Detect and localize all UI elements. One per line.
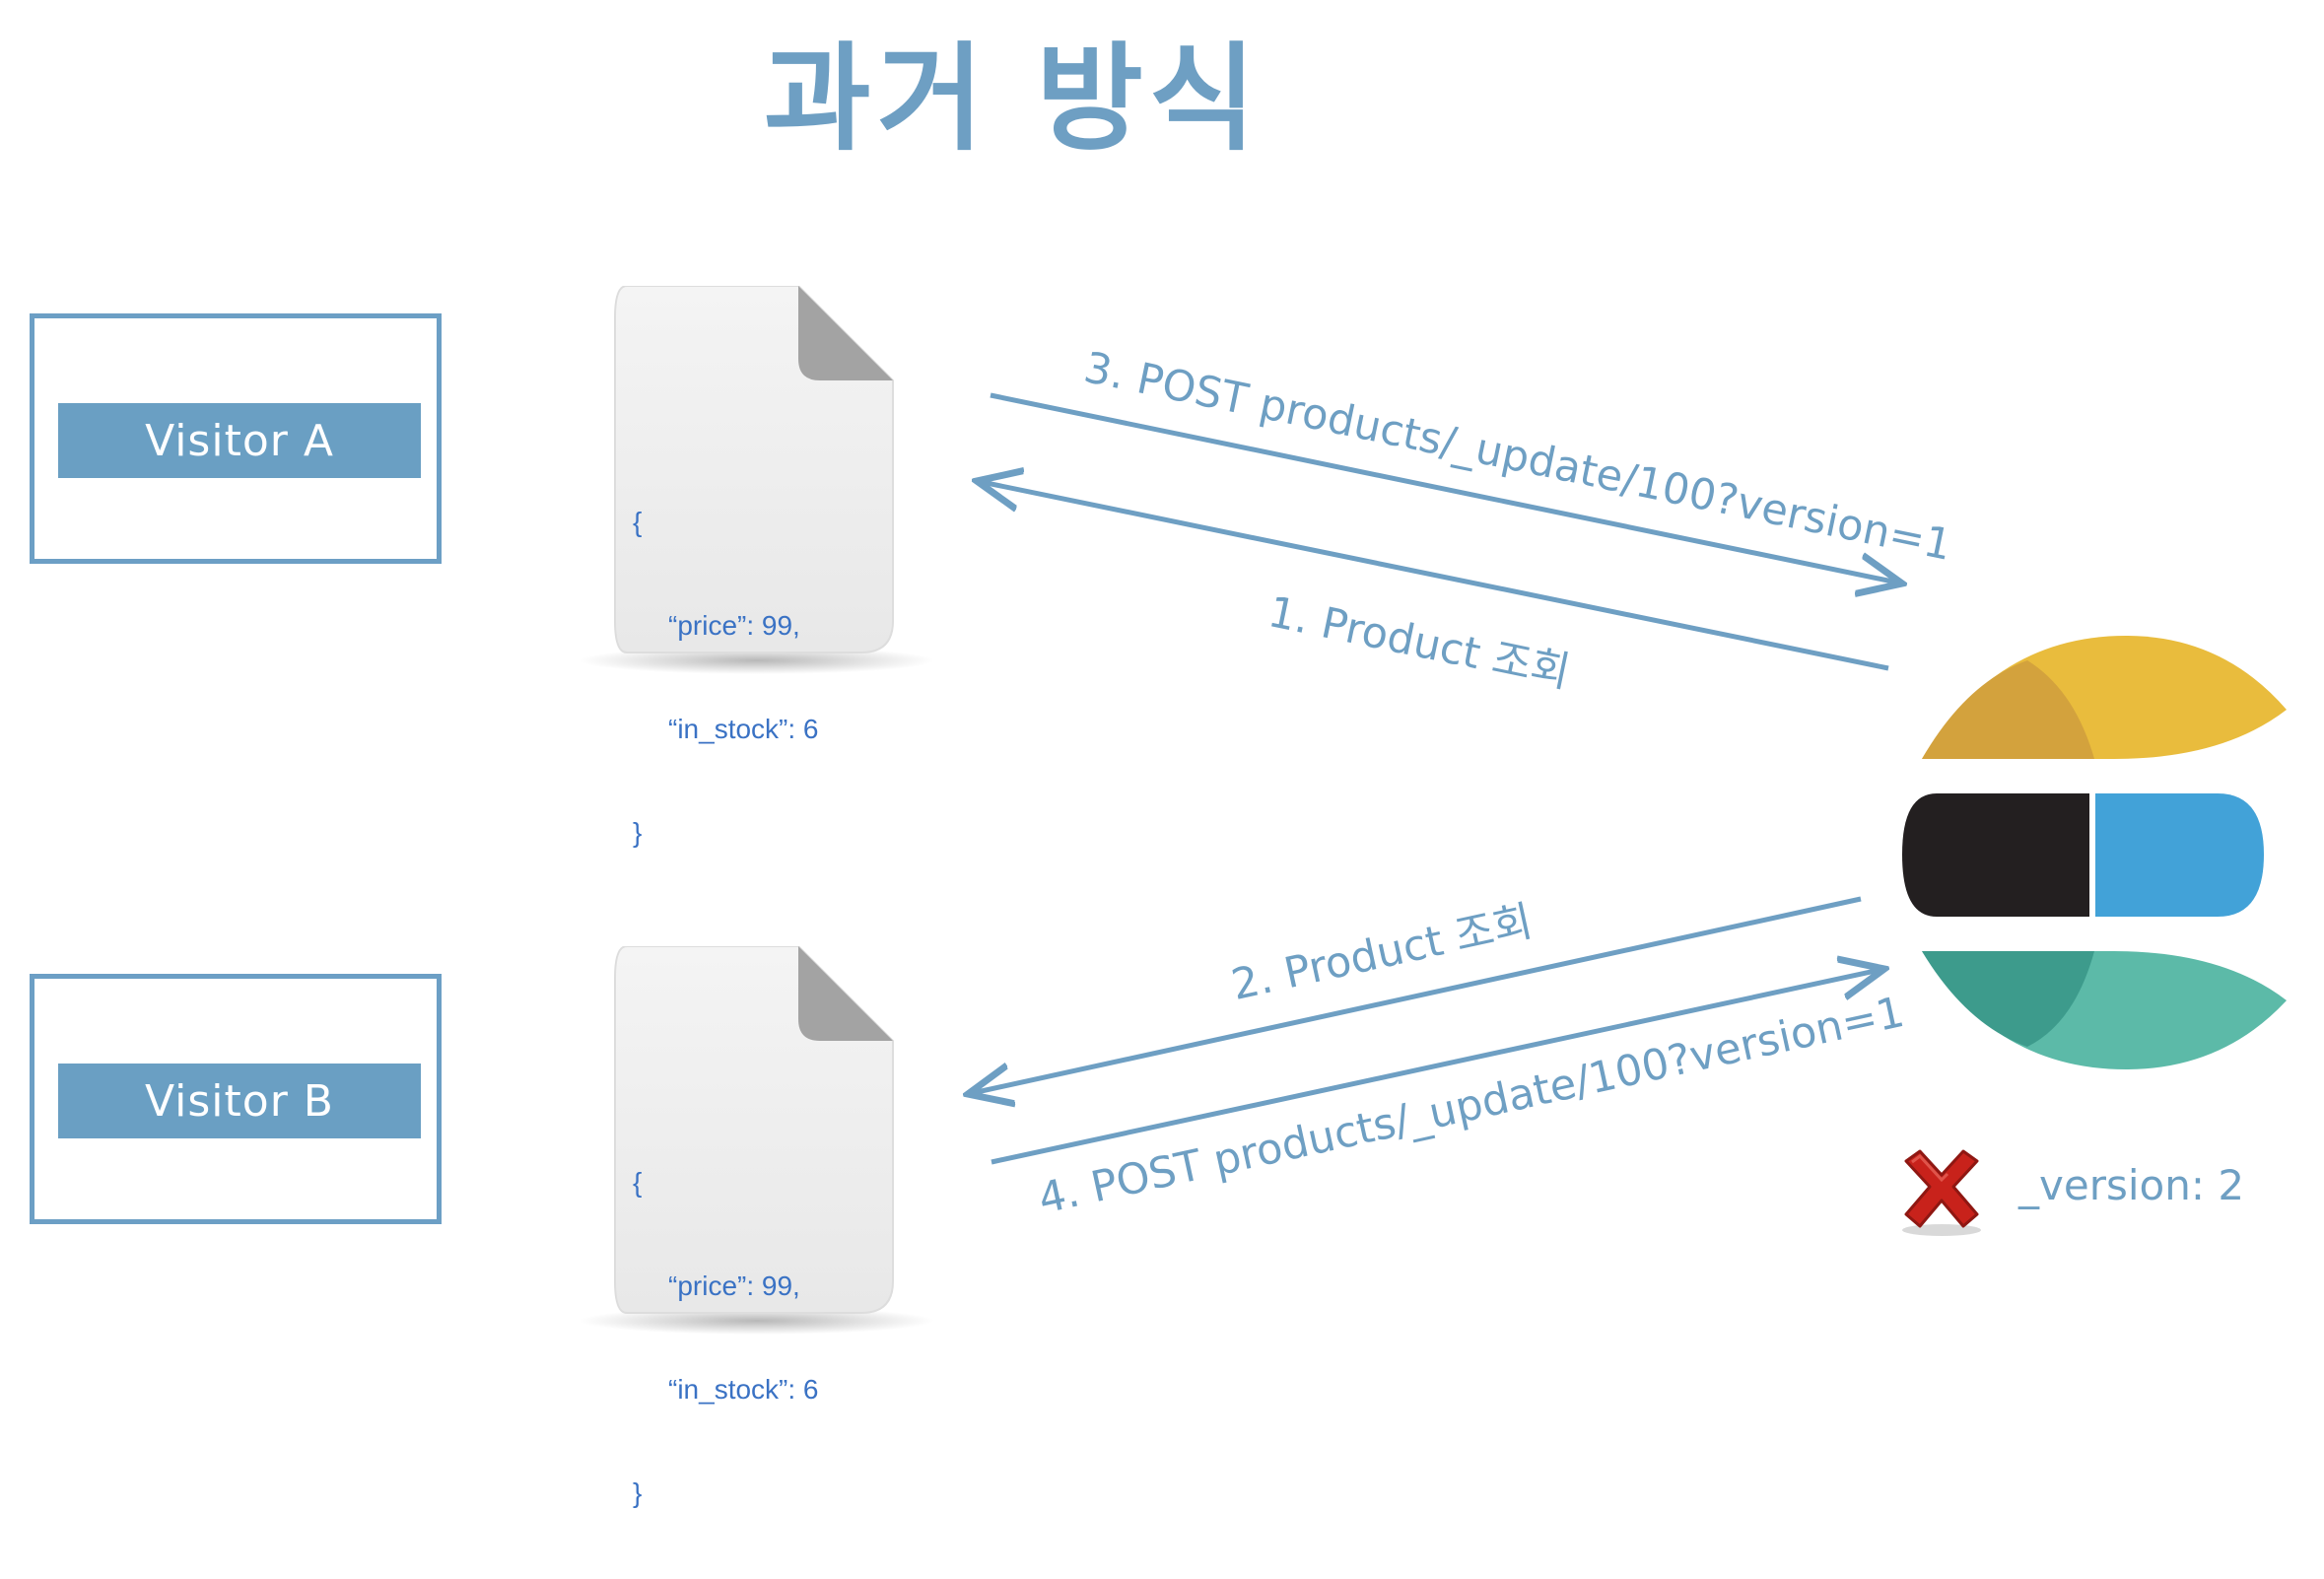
page-title: 과거 방식 [764, 31, 1263, 167]
json-close-brace: } [633, 1477, 643, 1508]
red-x-icon [1902, 1149, 1981, 1236]
visitor-b-box: Visitor B [30, 974, 442, 1224]
arrow-4-post-line [991, 969, 1884, 1165]
visitor-a-box: Visitor A [30, 313, 442, 564]
json-open-brace: { [633, 1167, 643, 1198]
json-stock-line: “in_stock”: 6 [668, 714, 819, 744]
json-close-brace: } [633, 817, 643, 848]
arrow-3-post-line [990, 392, 1902, 584]
document-a-icon [580, 286, 934, 674]
elasticsearch-logo-icon [1902, 636, 2287, 1069]
arrows-layer [0, 392, 2324, 1165]
visitor-a-label: Visitor A [58, 403, 421, 478]
document-b-icon [580, 946, 934, 1335]
json-stock-line: “in_stock”: 6 [668, 1374, 819, 1405]
document-a-json: { “price”: 99, “in_stock”: 6 } [633, 436, 819, 919]
json-open-brace: { [633, 507, 643, 537]
json-price-line: “price”: 99, [668, 1270, 800, 1301]
arrow-2-get-line [968, 896, 1862, 1094]
json-price-line: “price”: 99, [668, 610, 800, 641]
visitor-b-label: Visitor B [58, 1064, 421, 1138]
document-a: { “price”: 99, “in_stock”: 6 } [580, 286, 934, 848]
version-status-text: _version: 2 [2018, 1161, 2245, 1209]
arrow-1-get-line [977, 481, 1889, 671]
